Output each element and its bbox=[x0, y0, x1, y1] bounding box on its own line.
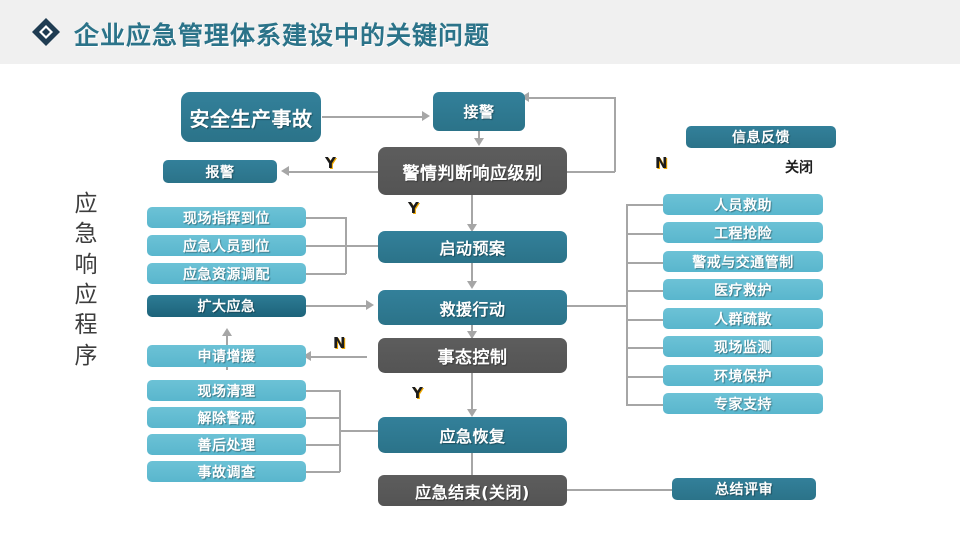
connector-accident-to-receive bbox=[322, 116, 422, 118]
connector-rescue-to-right bbox=[567, 305, 627, 307]
page-title: 企业应急管理体系建设中的关键问题 bbox=[74, 21, 491, 50]
arrowhead-left bbox=[281, 166, 289, 176]
node-right-item[interactable]: 工程抢险 bbox=[663, 222, 823, 243]
node-right-item[interactable]: 医疗救护 bbox=[663, 279, 823, 300]
node-left-bottom-item[interactable]: 事故调查 bbox=[147, 461, 306, 482]
connector-judge-to-report bbox=[289, 171, 378, 173]
node-left-top-item[interactable]: 应急人员到位 bbox=[147, 235, 306, 256]
arrowhead-right bbox=[366, 300, 374, 310]
flowchart-canvas: 应 急 响 应 程 序 Y N 关闭 Y Y N bbox=[0, 64, 960, 540]
connector-left-top-2 bbox=[302, 245, 346, 247]
connector-left-bottom-1 bbox=[302, 390, 340, 392]
edge-label-n-request: N bbox=[333, 334, 346, 352]
connector-right-5 bbox=[626, 319, 663, 321]
connector-judge-to-startplan bbox=[471, 195, 473, 227]
arrowhead-right bbox=[422, 111, 430, 121]
side-label-char: 应 bbox=[74, 191, 98, 217]
arrowhead-left bbox=[521, 92, 529, 102]
side-label-char: 应 bbox=[74, 282, 98, 309]
connector-right-4 bbox=[626, 290, 663, 292]
connector-recover-to-end bbox=[471, 453, 473, 481]
connector-left-top-1 bbox=[302, 217, 346, 219]
side-label-emergency-response-procedure: 应 急 响 应 程 序 bbox=[66, 189, 106, 371]
connector-control-n-to-request bbox=[311, 356, 367, 358]
arrowhead-down bbox=[467, 409, 477, 417]
connector-left-top-out bbox=[345, 245, 378, 247]
connector-expand-to-rescue bbox=[304, 305, 366, 307]
node-emergency-recover[interactable]: 应急恢复 bbox=[378, 417, 567, 453]
arrowhead-down bbox=[467, 281, 477, 289]
connector-right-7 bbox=[626, 376, 663, 378]
arrowhead-left bbox=[303, 351, 311, 361]
side-label-char: 急 bbox=[74, 221, 98, 248]
node-right-item[interactable]: 专家支持 bbox=[663, 393, 823, 414]
arrowhead-up bbox=[222, 328, 232, 336]
node-alarm-receive[interactable]: 接警 bbox=[433, 92, 525, 131]
edge-label-n-feedback: N bbox=[655, 154, 668, 172]
connector-left-top-3 bbox=[302, 273, 346, 275]
node-right-item[interactable]: 人员救助 bbox=[663, 194, 823, 215]
node-judge-level[interactable]: 警情判断响应级别 bbox=[378, 147, 567, 195]
edge-label-y-recover: Y bbox=[412, 384, 423, 402]
connector-receive-to-judge bbox=[478, 131, 480, 141]
connector-right-1 bbox=[626, 204, 663, 206]
connector-n-to-receive bbox=[527, 97, 615, 99]
connector-startplan-to-rescue bbox=[471, 263, 473, 285]
side-label-char: 响 bbox=[74, 251, 98, 278]
node-expand-emergency[interactable]: 扩大应急 bbox=[147, 295, 306, 317]
arrowhead-down bbox=[467, 331, 477, 339]
node-report-alarm[interactable]: 报警 bbox=[163, 160, 277, 183]
node-start-plan[interactable]: 启动预案 bbox=[378, 231, 567, 263]
connector-right-3 bbox=[626, 262, 663, 264]
node-situation-control[interactable]: 事态控制 bbox=[378, 338, 567, 373]
connector-left-bottom-2 bbox=[302, 417, 340, 419]
diamond-icon bbox=[32, 18, 60, 46]
side-label-char: 序 bbox=[74, 342, 98, 369]
node-left-bottom-item[interactable]: 善后处理 bbox=[147, 434, 306, 455]
node-left-top-item[interactable]: 应急资源调配 bbox=[147, 263, 306, 284]
edge-label-y-report: Y bbox=[325, 154, 336, 172]
connector-judge-n-right bbox=[567, 171, 615, 173]
node-info-feedback[interactable]: 信息反馈 bbox=[686, 126, 836, 148]
node-right-item[interactable]: 人群疏散 bbox=[663, 308, 823, 329]
connector-control-to-recover bbox=[471, 373, 473, 415]
connector-right-6 bbox=[626, 347, 663, 349]
node-request-support[interactable]: 申请增援 bbox=[147, 345, 306, 367]
arrowhead-down bbox=[474, 138, 484, 146]
edge-label-y-startplan: Y bbox=[408, 199, 419, 217]
connector-right-spine bbox=[626, 204, 628, 405]
connector-right-2 bbox=[626, 233, 663, 235]
node-right-item[interactable]: 现场监测 bbox=[663, 336, 823, 357]
node-left-bottom-item[interactable]: 现场清理 bbox=[147, 380, 306, 401]
node-emergency-end[interactable]: 应急结束(关闭) bbox=[378, 475, 567, 506]
node-right-item[interactable]: 警戒与交通管制 bbox=[663, 251, 823, 272]
side-label-char: 程 bbox=[74, 312, 98, 339]
node-left-top-item[interactable]: 现场指挥到位 bbox=[147, 207, 306, 228]
connector-left-bottom-out bbox=[339, 430, 378, 432]
node-left-bottom-item[interactable]: 解除警戒 bbox=[147, 407, 306, 428]
connector-right-8 bbox=[626, 404, 663, 406]
connector-left-bottom-3 bbox=[302, 444, 340, 446]
arrowhead-down bbox=[467, 224, 477, 232]
node-summary-review[interactable]: 总结评审 bbox=[672, 478, 816, 500]
header-bar: 企业应急管理体系建设中的关键问题 bbox=[0, 0, 960, 64]
node-right-item[interactable]: 环境保护 bbox=[663, 365, 823, 386]
node-accident[interactable]: 安全生产事故 bbox=[181, 92, 321, 142]
connector-n-vertical bbox=[614, 97, 616, 172]
connector-end-to-summary bbox=[567, 489, 672, 491]
connector-left-bottom-4 bbox=[302, 471, 340, 473]
edge-label-close: 关闭 bbox=[785, 160, 813, 176]
node-rescue-action[interactable]: 救援行动 bbox=[378, 290, 567, 325]
